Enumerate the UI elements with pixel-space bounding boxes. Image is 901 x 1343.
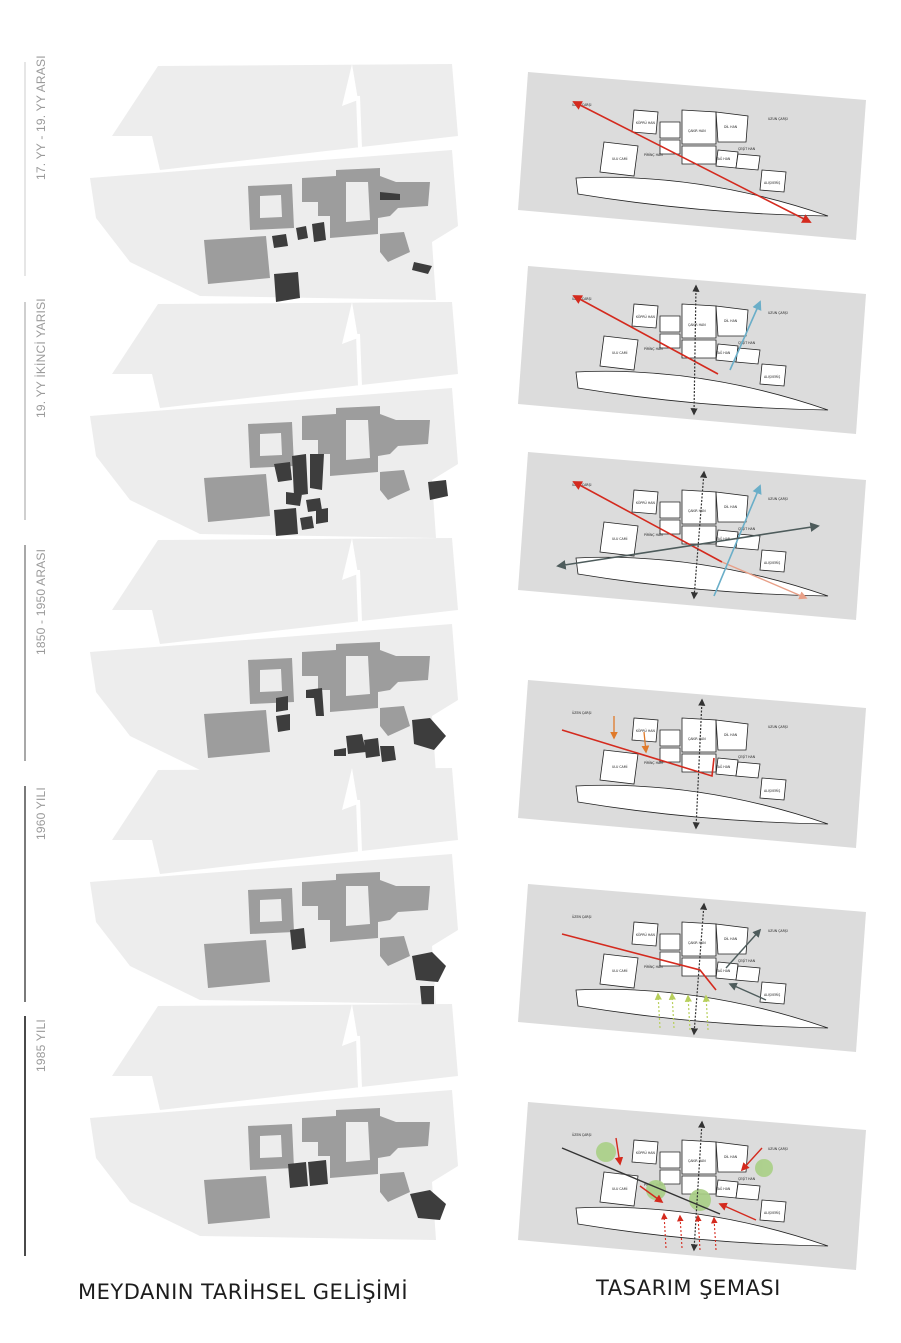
map-19yy-ikinci xyxy=(88,300,460,540)
scheme-6 xyxy=(517,1101,867,1271)
period-line-2 xyxy=(24,302,26,520)
period-line-5 xyxy=(24,1016,26,1256)
period-line-4 xyxy=(24,786,26,1002)
scheme-2 xyxy=(517,265,867,435)
period-line-1 xyxy=(24,62,26,276)
design-scheme-caption: TASARIM ŞEMASI xyxy=(596,1276,781,1300)
historical-development-caption: MEYDANIN TARİHSEL GELİŞİMİ xyxy=(78,1280,409,1304)
map-1960 xyxy=(88,766,460,1008)
scheme-3 xyxy=(517,451,867,621)
scheme-4 xyxy=(517,679,867,849)
period-line-3 xyxy=(24,545,26,761)
scheme-5 xyxy=(517,883,867,1053)
scheme-1 xyxy=(517,71,867,241)
map-17-19yy xyxy=(88,62,460,302)
map-1985 xyxy=(88,1002,460,1242)
map-1850-1950 xyxy=(88,536,460,776)
